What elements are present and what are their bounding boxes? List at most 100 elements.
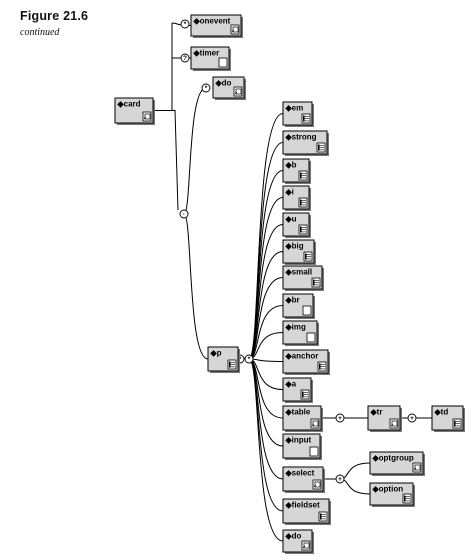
node-label: ◆em — [285, 104, 304, 113]
mixed-content-icon — [227, 359, 237, 370]
node-label: ◆b — [285, 161, 297, 170]
tree-nodes: ◆card ◆onevent ◆timer ◆do ◆p ◆em ◆strong ◆b ◆i ◆u… — [114, 14, 465, 554]
mixed-content-icon — [452, 418, 462, 429]
figure-title: Figure 21.6 — [20, 9, 89, 23]
node-label: ◆big — [285, 242, 304, 251]
tree-edges — [153, 22, 432, 542]
figure-subtitle: continued — [20, 27, 60, 38]
do-top-edge — [183, 87, 207, 215]
small-edge — [248, 277, 284, 360]
p-mult-symbol: * — [239, 356, 242, 363]
table-mult-connector: + — [335, 413, 345, 423]
node-big: ◆big — [282, 239, 316, 265]
node-table: ◆table — [282, 405, 323, 432]
p-choice-symbol: * — [248, 356, 251, 363]
node-a: ◆a — [282, 377, 313, 403]
node-label: ◆br — [285, 296, 300, 305]
mixed-content-icon — [298, 224, 308, 235]
onevent-mult-connector: * — [180, 19, 190, 29]
empty-content-icon — [218, 57, 228, 68]
node-label: ◆td — [434, 408, 449, 417]
children-content-icon — [301, 540, 311, 551]
node-label: ◆option — [372, 485, 404, 494]
option-edge — [339, 478, 371, 495]
node-label: ◆tr — [370, 408, 383, 417]
card-seq-symbol: · — [183, 211, 185, 218]
tr-mult-symbol: + — [410, 415, 414, 422]
mixed-content-icon — [301, 113, 311, 124]
node-optgroup: ◆optgroup — [369, 451, 425, 476]
card-seq-edge — [172, 110, 179, 211]
node-label: ◆i — [285, 188, 294, 197]
node-label: ◆timer — [193, 49, 220, 58]
mixed-content-icon — [318, 511, 328, 522]
optgroup-edge — [339, 462, 371, 480]
node-i: ◆i — [282, 185, 311, 211]
children-content-icon — [389, 418, 399, 429]
mixed-content-icon — [317, 361, 327, 372]
big-edge — [248, 251, 284, 360]
tr-mult-connector: + — [407, 413, 417, 423]
children-content-icon — [310, 418, 320, 429]
node-em: ◆em — [282, 101, 314, 127]
node-label: ◆img — [285, 323, 306, 332]
node-label: ◆onevent — [193, 17, 231, 26]
node-anchor: ◆anchor — [282, 349, 330, 375]
node-label: ◆anchor — [285, 352, 319, 361]
p-choice-connector: * — [244, 354, 254, 364]
card-seq-connector: · — [179, 209, 189, 219]
node-fieldset: ◆fieldset — [282, 498, 331, 525]
empty-content-icon — [309, 446, 319, 457]
node-label: ◆fieldset — [285, 501, 320, 510]
mixed-content-icon — [402, 493, 412, 504]
mixed-content-icon — [311, 277, 321, 288]
select-choice-connector: + — [335, 474, 345, 484]
node-label: ◆p — [210, 349, 222, 358]
node-label: ◆strong — [285, 133, 317, 142]
onevent-mult-symbol: * — [184, 21, 187, 28]
node-onevent: ◆onevent — [190, 14, 243, 38]
node-label: ◆do — [285, 532, 302, 541]
node-card: ◆card — [114, 97, 155, 125]
mixed-content-icon — [300, 389, 310, 400]
do_bottom-edge — [248, 358, 284, 542]
node-b: ◆b — [282, 158, 311, 184]
mixed-content-icon — [316, 142, 326, 153]
node-label: ◆u — [285, 215, 297, 224]
select-choice-symbol: + — [338, 476, 342, 483]
children-content-icon — [312, 479, 322, 490]
do-mult-symbol: * — [205, 85, 208, 92]
node-u: ◆u — [282, 212, 311, 238]
node-strong: ◆strong — [282, 130, 329, 156]
node-img: ◆img — [282, 320, 319, 346]
node-p: ◆p — [207, 346, 240, 373]
fieldset-edge — [248, 358, 284, 512]
node-label: ◆select — [285, 469, 315, 478]
children-content-icon — [230, 24, 240, 35]
children-content-icon — [142, 111, 152, 122]
timer-opt-connector: ? — [180, 53, 190, 63]
p-edge — [183, 213, 209, 360]
node-td: ◆td — [431, 405, 465, 432]
node-br: ◆br — [282, 293, 315, 319]
empty-content-icon — [306, 332, 316, 343]
node-label: ◆optgroup — [372, 454, 414, 463]
table-mult-symbol: + — [338, 415, 342, 422]
timer-opt-symbol: ? — [183, 55, 187, 62]
node-input: ◆input — [282, 433, 322, 460]
mixed-content-icon — [298, 197, 308, 208]
node-timer: ◆timer — [190, 46, 231, 71]
node-label: ◆table — [285, 408, 311, 417]
empty-content-icon — [302, 305, 312, 316]
node-label: ◆a — [285, 380, 297, 389]
node-small: ◆small — [282, 265, 324, 291]
mixed-content-icon — [303, 251, 313, 262]
mixed-content-icon — [298, 170, 308, 181]
node-option: ◆option — [369, 482, 415, 507]
node-label: ◆card — [117, 100, 141, 109]
do-mult-connector: * — [201, 83, 211, 93]
em-edge — [248, 113, 284, 360]
children-content-icon — [233, 86, 243, 97]
node-select: ◆select — [282, 466, 325, 493]
